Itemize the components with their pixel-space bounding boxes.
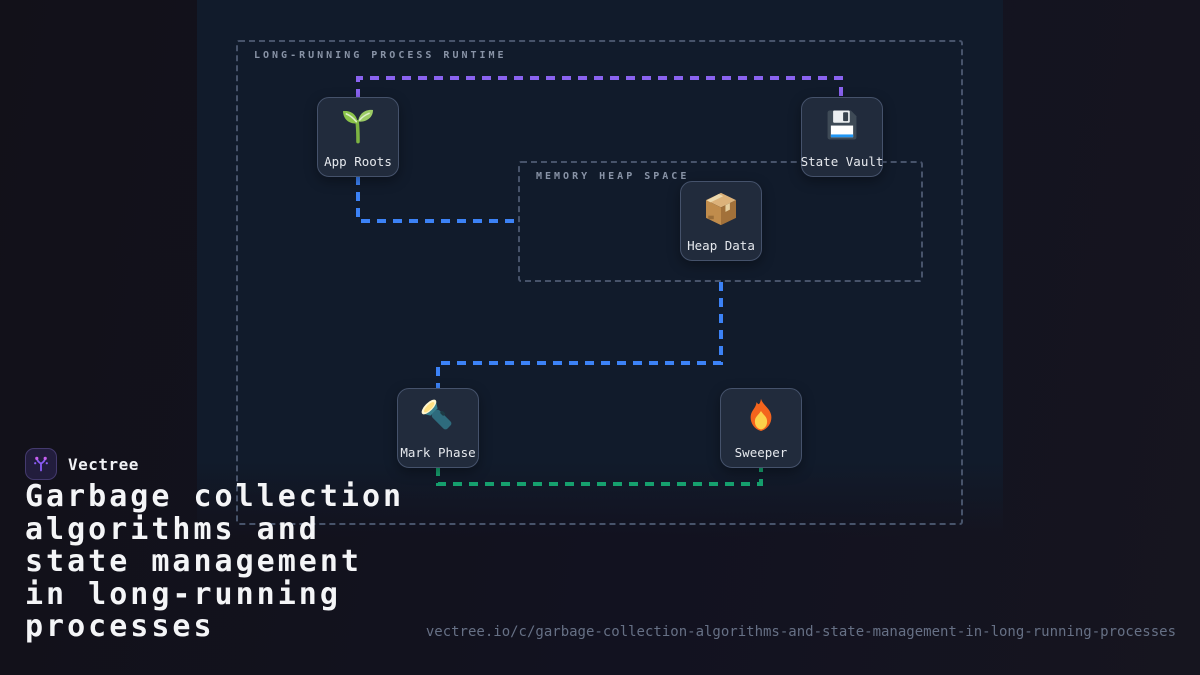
node-sweeper-label: Sweeper xyxy=(734,445,788,460)
node-state-vault: State Vault xyxy=(801,97,883,177)
title-line: in long-running xyxy=(25,576,341,612)
flashlight-icon xyxy=(421,399,452,430)
heap-space-container: MEMORY HEAP SPACE xyxy=(518,161,923,282)
node-app-roots-label: App Roots xyxy=(324,154,392,169)
title-line: processes xyxy=(25,609,215,644)
runtime-container-label: LONG-RUNNING PROCESS RUNTIME xyxy=(254,50,507,61)
node-app-roots: App Roots xyxy=(317,97,399,177)
node-state-vault-label: State Vault xyxy=(800,154,884,169)
title-line: state management xyxy=(25,544,362,579)
vectree-logo xyxy=(25,448,57,480)
title-line: Garbage collection xyxy=(25,479,405,514)
vectree-branch-icon xyxy=(34,456,48,472)
page-title: Garbage collection algorithms and state … xyxy=(25,479,405,644)
footer-url: vectree.io/c/garbage-collection-algorith… xyxy=(425,624,1176,640)
node-mark-phase-label: Mark Phase xyxy=(400,445,476,460)
title-line: algorithms and xyxy=(25,511,320,547)
runtime-container: LONG-RUNNING PROCESS RUNTIME xyxy=(236,40,963,525)
seedling-icon xyxy=(343,109,373,144)
node-mark-phase: Mark Phase xyxy=(397,388,479,468)
node-sweeper: Sweeper xyxy=(720,388,802,468)
node-heap-data: Heap Data xyxy=(680,181,762,261)
fire-icon xyxy=(750,398,772,431)
floppy-disk-icon xyxy=(827,110,857,140)
package-icon xyxy=(706,192,736,226)
brand-name: Vectree xyxy=(68,454,139,474)
heap-space-container-label: MEMORY HEAP SPACE xyxy=(536,171,690,182)
brand: Vectree xyxy=(25,448,139,480)
node-heap-data-label: Heap Data xyxy=(687,238,755,253)
